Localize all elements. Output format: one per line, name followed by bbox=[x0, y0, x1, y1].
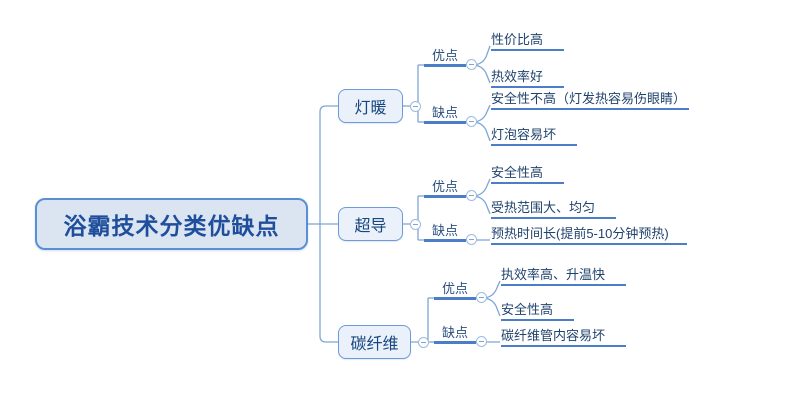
minus-circle-icon-group-2-1[interactable] bbox=[466, 190, 477, 201]
branch-label-2: 超导 bbox=[354, 218, 387, 235]
leaf-label-3-1-2: 安全性高 bbox=[501, 302, 554, 317]
leaf-label-2-2-1: 预热时间长(提前5-10分钟预热) bbox=[491, 226, 669, 241]
group-label-1-1: 优点 bbox=[431, 48, 458, 63]
leaf-label-2-1-2: 受热范围大、均匀 bbox=[491, 200, 596, 215]
branch-label-3: 碳纤维 bbox=[350, 336, 399, 353]
leaf-node-1-2-1[interactable]: 安全性不高（灯发热容易伤眼睛） bbox=[491, 90, 689, 110]
leaf-label-1-2-1: 安全性不高（灯发热容易伤眼睛） bbox=[491, 91, 687, 106]
minus-circle-icon-group-2-2[interactable] bbox=[466, 234, 477, 245]
branch-node-3[interactable]: 碳纤维 bbox=[338, 325, 411, 359]
leaf-node-1-1-1[interactable]: 性价比高 bbox=[491, 31, 564, 51]
leaf-label-3-1-1: 执效率高、升温快 bbox=[501, 267, 606, 282]
group-label-3-2: 缺点 bbox=[441, 325, 468, 340]
group-node-1-2[interactable]: 缺点 bbox=[424, 105, 466, 124]
leaf-node-1-1-2[interactable]: 热效率好 bbox=[491, 68, 564, 88]
group-node-2-2[interactable]: 缺点 bbox=[424, 223, 466, 242]
group-node-1-1[interactable]: 优点 bbox=[424, 48, 466, 67]
leaf-node-2-2-1[interactable]: 预热时间长(提前5-10分钟预热) bbox=[491, 225, 687, 245]
leaf-label-2-1-1: 安全性高 bbox=[491, 165, 544, 180]
minus-circle-icon-group-1-2[interactable] bbox=[466, 116, 477, 127]
root-label: 浴霸技术分类优缺点 bbox=[63, 213, 280, 239]
leaf-label-3-2-1: 碳纤维管内容易坏 bbox=[501, 328, 606, 343]
leaf-label-1-1-2: 热效率好 bbox=[491, 69, 544, 84]
leaf-node-2-1-1[interactable]: 安全性高 bbox=[491, 164, 564, 184]
group-label-2-2: 缺点 bbox=[431, 223, 458, 238]
leaf-node-3-1-1[interactable]: 执效率高、升温快 bbox=[501, 266, 626, 286]
leaf-node-1-2-2[interactable]: 灯泡容易坏 bbox=[491, 126, 577, 146]
branch-node-1[interactable]: 灯暖 bbox=[338, 89, 403, 123]
minus-circle-icon-group-3-1[interactable] bbox=[476, 292, 487, 303]
branch-label-1: 灯暖 bbox=[354, 100, 387, 117]
minus-circle-icon-group-3-2[interactable] bbox=[476, 336, 487, 347]
group-label-3-1: 优点 bbox=[441, 281, 468, 296]
minus-circle-icon-group-1-1[interactable] bbox=[466, 59, 477, 70]
leaf-node-2-1-2[interactable]: 受热范围大、均匀 bbox=[491, 199, 616, 219]
group-node-2-1[interactable]: 优点 bbox=[424, 179, 466, 198]
minus-circle-icon-branch-3[interactable] bbox=[418, 337, 429, 348]
group-node-3-2[interactable]: 缺点 bbox=[434, 325, 476, 344]
leaf-node-3-1-2[interactable]: 安全性高 bbox=[501, 301, 574, 321]
leaf-label-1-2-2: 灯泡容易坏 bbox=[491, 127, 557, 142]
minus-circle-icon-branch-1[interactable] bbox=[410, 101, 421, 112]
root-node[interactable]: 浴霸技术分类优缺点 bbox=[35, 198, 308, 250]
branch-node-2[interactable]: 超导 bbox=[338, 207, 403, 241]
leaf-label-1-1-1: 性价比高 bbox=[491, 32, 544, 47]
group-label-2-1: 优点 bbox=[431, 179, 458, 194]
leaf-node-3-2-1[interactable]: 碳纤维管内容易坏 bbox=[501, 327, 626, 347]
group-label-1-2: 缺点 bbox=[431, 105, 458, 120]
minus-circle-icon-branch-2[interactable] bbox=[410, 219, 421, 230]
group-node-3-1[interactable]: 优点 bbox=[434, 281, 476, 300]
